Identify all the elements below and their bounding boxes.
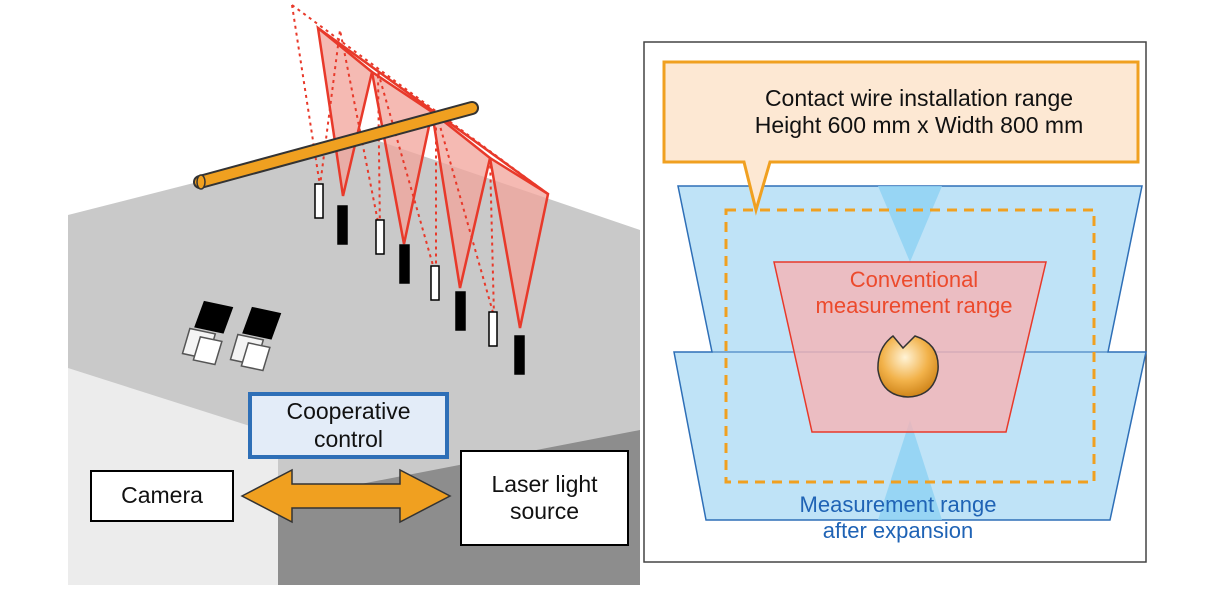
laser-head-outline [375,219,385,255]
laser-head [455,291,466,331]
contact-wire [193,101,479,190]
laser-head [337,205,348,245]
laser-source-line-2: source [509,498,580,524]
bidirectional-arrow-icon [240,468,452,524]
laser-head [399,244,410,284]
laser-envelope [317,26,549,196]
callout-bubble [662,60,1140,216]
laser-head-outline [488,311,498,347]
laser-source-box: Laser light source [460,450,629,546]
laser-source-line-1: Laser light [491,470,598,497]
laser-fan [370,69,434,245]
laser-head [514,335,525,375]
wire-core [195,103,477,187]
camera-icons [181,300,282,372]
lower-beam [878,420,942,520]
installation-range-line-1: Contact wire installation range [764,84,1074,111]
installation-range-label: Contact wire installation range Height 6… [710,77,1128,147]
expanded-range-label: Measurement range after expansion [736,487,1060,549]
laser-fan [430,109,492,289]
installation-callout [662,60,1140,216]
conventional-range-label: Conventional measurement range [770,262,1058,324]
wire-cross-section-icon [877,334,939,398]
camera-box: Camera [90,470,234,522]
wire-end [196,174,206,190]
conventional-range-line-1: Conventional [849,267,979,293]
cooperative-control-box: Cooperative control [248,392,449,459]
cooperative-control-line-2: control [313,425,384,452]
laser-fans [291,4,550,329]
upper-beam [878,186,942,262]
installation-range-dashed-box [724,208,1096,484]
laser-head-outline [314,183,324,219]
expanded-range-line-1: Measurement range [799,492,997,518]
camera-label: Camera [121,482,203,509]
installation-range-line-2: Height 600 mm x Width 800 mm [754,112,1084,138]
expanded-range-line-2: after expansion [822,518,974,543]
cooperative-control-line-1: Cooperative [286,398,411,425]
laser-heads [314,183,525,375]
laser-head-outline [430,265,440,301]
camera-icon [229,306,282,372]
conventional-range-line-2: measurement range [815,293,1013,318]
camera-icon [181,300,234,366]
laser-fan [488,155,550,329]
